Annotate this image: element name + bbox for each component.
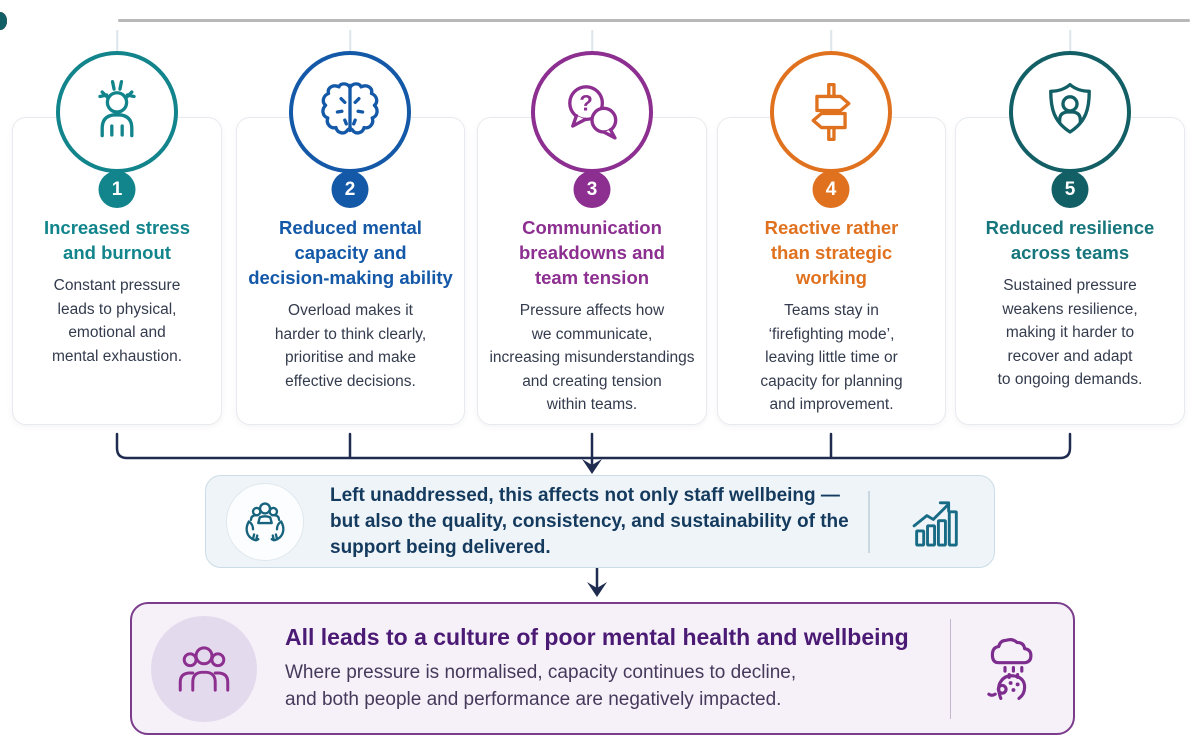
outcome-description: Where pressure is normalised, capacity c… — [285, 662, 797, 710]
step1-number: 1 — [111, 178, 123, 200]
step2-title: Reduced mental capacity and decision-mak… — [248, 217, 453, 288]
step4-number: 4 — [825, 178, 837, 200]
brain-icon — [321, 82, 379, 135]
step5-number-badge: 5 — [1051, 171, 1089, 208]
outcome-title: All leads to a culture of poor mental he… — [285, 624, 909, 650]
step3-card: Communication breakdowns and team tensio… — [477, 117, 707, 425]
down-arrowhead-icon — [587, 582, 607, 597]
outcome-icon-wrap — [951, 634, 1073, 704]
step4-number-badge: 4 — [812, 171, 850, 208]
timeline-connector-2 — [349, 30, 351, 52]
step5-icon-circle — [1009, 51, 1131, 173]
impact-badge — [226, 482, 304, 561]
step5-title: Reduced resilience across teams — [985, 217, 1155, 263]
stressed-person-icon — [98, 79, 136, 138]
step3-icon-circle: ? — [531, 51, 653, 173]
step5-number: 5 — [1064, 178, 1076, 200]
impact-icon-wrap — [870, 490, 995, 554]
outcome-box: All leads to a culture of poor mental he… — [130, 602, 1075, 735]
timeline-connector-1 — [116, 30, 118, 52]
down-arrowhead-icon — [582, 459, 602, 474]
bracket-connector — [115, 432, 1072, 474]
step3-number: 3 — [586, 178, 598, 200]
timeline-line — [118, 19, 1190, 22]
team-group-icon — [178, 645, 230, 692]
timeline-connector-5 — [1069, 30, 1071, 52]
step4-description: Teams stay in ‘firefighting mode’, leavi… — [760, 302, 903, 413]
arrow-to-outcome — [587, 565, 607, 597]
step5-card: Reduced resilience across teams Sustaine… — [955, 117, 1185, 425]
shield-person-icon — [1049, 82, 1091, 134]
rain-cloud-head-icon — [987, 637, 1033, 700]
step1-title: Increased stress and burnout — [43, 217, 191, 263]
step3-title: Communication breakdowns and team tensio… — [519, 217, 665, 288]
step3-number-badge: 3 — [573, 171, 611, 208]
step1-icon-circle — [56, 51, 178, 173]
step2-number: 2 — [344, 178, 356, 200]
hands-holding-team-icon — [245, 501, 285, 541]
timeline-connector-4 — [830, 30, 832, 52]
step2-description: Overload makes it harder to think clearl… — [274, 302, 427, 390]
signpost-icon — [811, 82, 851, 142]
step4-title: Reactive rather than strategic working — [764, 217, 899, 288]
growth-chart-icon — [912, 500, 958, 546]
step3-description: Pressure affects how we communicate, inc… — [489, 302, 695, 413]
svg-text:?: ? — [579, 91, 593, 116]
step2-icon-circle — [289, 51, 411, 173]
timeline-connector-3 — [591, 30, 593, 52]
timeline-dot-5 — [0, 12, 7, 30]
speech-bubbles-icon: ? — [568, 85, 618, 140]
outcome-divider — [949, 618, 951, 719]
step1-description: Constant pressure leads to physical, emo… — [51, 277, 183, 365]
step5-description: Sustained pressure weakens resilience, m… — [997, 277, 1143, 388]
step4-icon-circle — [770, 51, 892, 173]
impact-box: Left unaddressed, this affects not only … — [205, 475, 995, 568]
impact-text: Left unaddressed, this affects not only … — [330, 484, 849, 558]
outcome-badge — [151, 615, 257, 722]
impact-divider — [868, 490, 870, 553]
outcome-text: All leads to a culture of poor mental he… — [285, 624, 950, 713]
step2-number-badge: 2 — [331, 171, 369, 208]
step1-number-badge: 1 — [98, 171, 136, 208]
step1-card: Increased stress and burnout Constant pr… — [12, 117, 222, 425]
